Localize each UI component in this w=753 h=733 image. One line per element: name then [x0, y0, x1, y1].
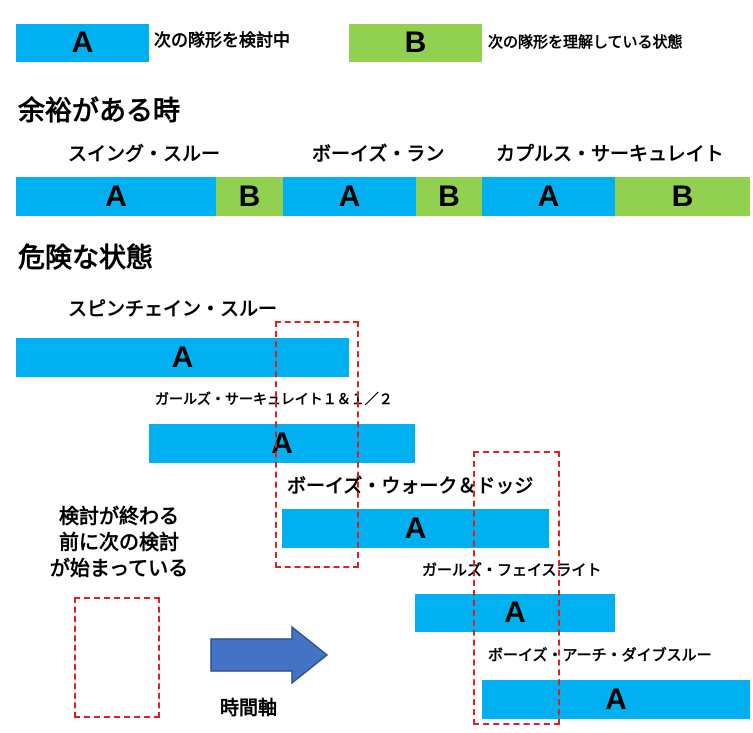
- safe-bar-b-letter: B: [238, 179, 261, 213]
- safe-bar-b-letter: B: [438, 179, 460, 213]
- safe-bar-a-letter: A: [338, 179, 361, 213]
- safe-bar-b-letter: B: [671, 179, 694, 213]
- legend-b-swatch: B: [349, 24, 482, 62]
- safe-bar-a-letter: A: [105, 179, 127, 213]
- safe-bar-a: A: [283, 177, 416, 216]
- overlap-note: 検討が終わる 前に次の検討 が始まっている: [40, 503, 198, 581]
- safe-bar-a: A: [16, 177, 216, 216]
- danger-move-name: ボーイズ・ウォーク＆ドッジ: [287, 475, 534, 497]
- time-axis-arrow-icon: [210, 625, 329, 685]
- time-axis-label: 時間軸: [220, 697, 278, 719]
- safe-bar-a-letter: A: [537, 179, 560, 213]
- danger-move-name: ガールズ・フェイスライト: [422, 561, 602, 579]
- danger-bar-a-letter: A: [605, 682, 627, 716]
- safe-bar-b: B: [416, 177, 482, 216]
- overlap-note-line: が始まっている: [49, 556, 189, 580]
- danger-move-name: ガールズ・サーキュレイト１＆１／２: [155, 392, 393, 408]
- safe-bar-b: B: [216, 177, 283, 216]
- safe-move-name: スイング・スルー: [68, 143, 221, 165]
- overlap-legend-box: [74, 597, 160, 718]
- overlap-note-line: 前に次の検討: [59, 530, 179, 554]
- danger-bar-a: A: [16, 338, 349, 377]
- overlap-note-line: 検討が終わる: [59, 504, 179, 528]
- safe-move-name: カプルス・サーキュレイト: [496, 143, 724, 165]
- danger-move-name: スピンチェイン・スルー: [68, 298, 278, 320]
- legend-a-letter: A: [71, 26, 94, 59]
- danger-bar-a: A: [415, 594, 615, 632]
- overlap-highlight-box: [275, 321, 359, 568]
- safe-bar-a: A: [482, 177, 615, 216]
- danger-bar-a: A: [282, 509, 549, 548]
- safe-heading: 余裕がある時: [18, 96, 180, 127]
- danger-heading: 危険な状態: [18, 243, 153, 274]
- danger-bar-a-letter: A: [171, 340, 194, 374]
- overlap-highlight-box: [473, 451, 560, 725]
- legend-b-letter: B: [404, 26, 427, 59]
- danger-bar-a: A: [482, 680, 750, 719]
- danger-bar-a-letter: A: [404, 511, 427, 545]
- danger-move-name: ボーイズ・アーチ・ダイブスルー: [488, 646, 712, 664]
- legend-b-label: 次の隊形を理解している状態: [488, 33, 683, 51]
- safe-bar-b: B: [615, 177, 750, 216]
- legend-a-label: 次の隊形を検討中: [154, 31, 290, 51]
- danger-bar-a-letter: A: [504, 596, 526, 629]
- legend-a-swatch: A: [16, 24, 149, 62]
- safe-move-name: ボーイズ・ラン: [312, 143, 445, 165]
